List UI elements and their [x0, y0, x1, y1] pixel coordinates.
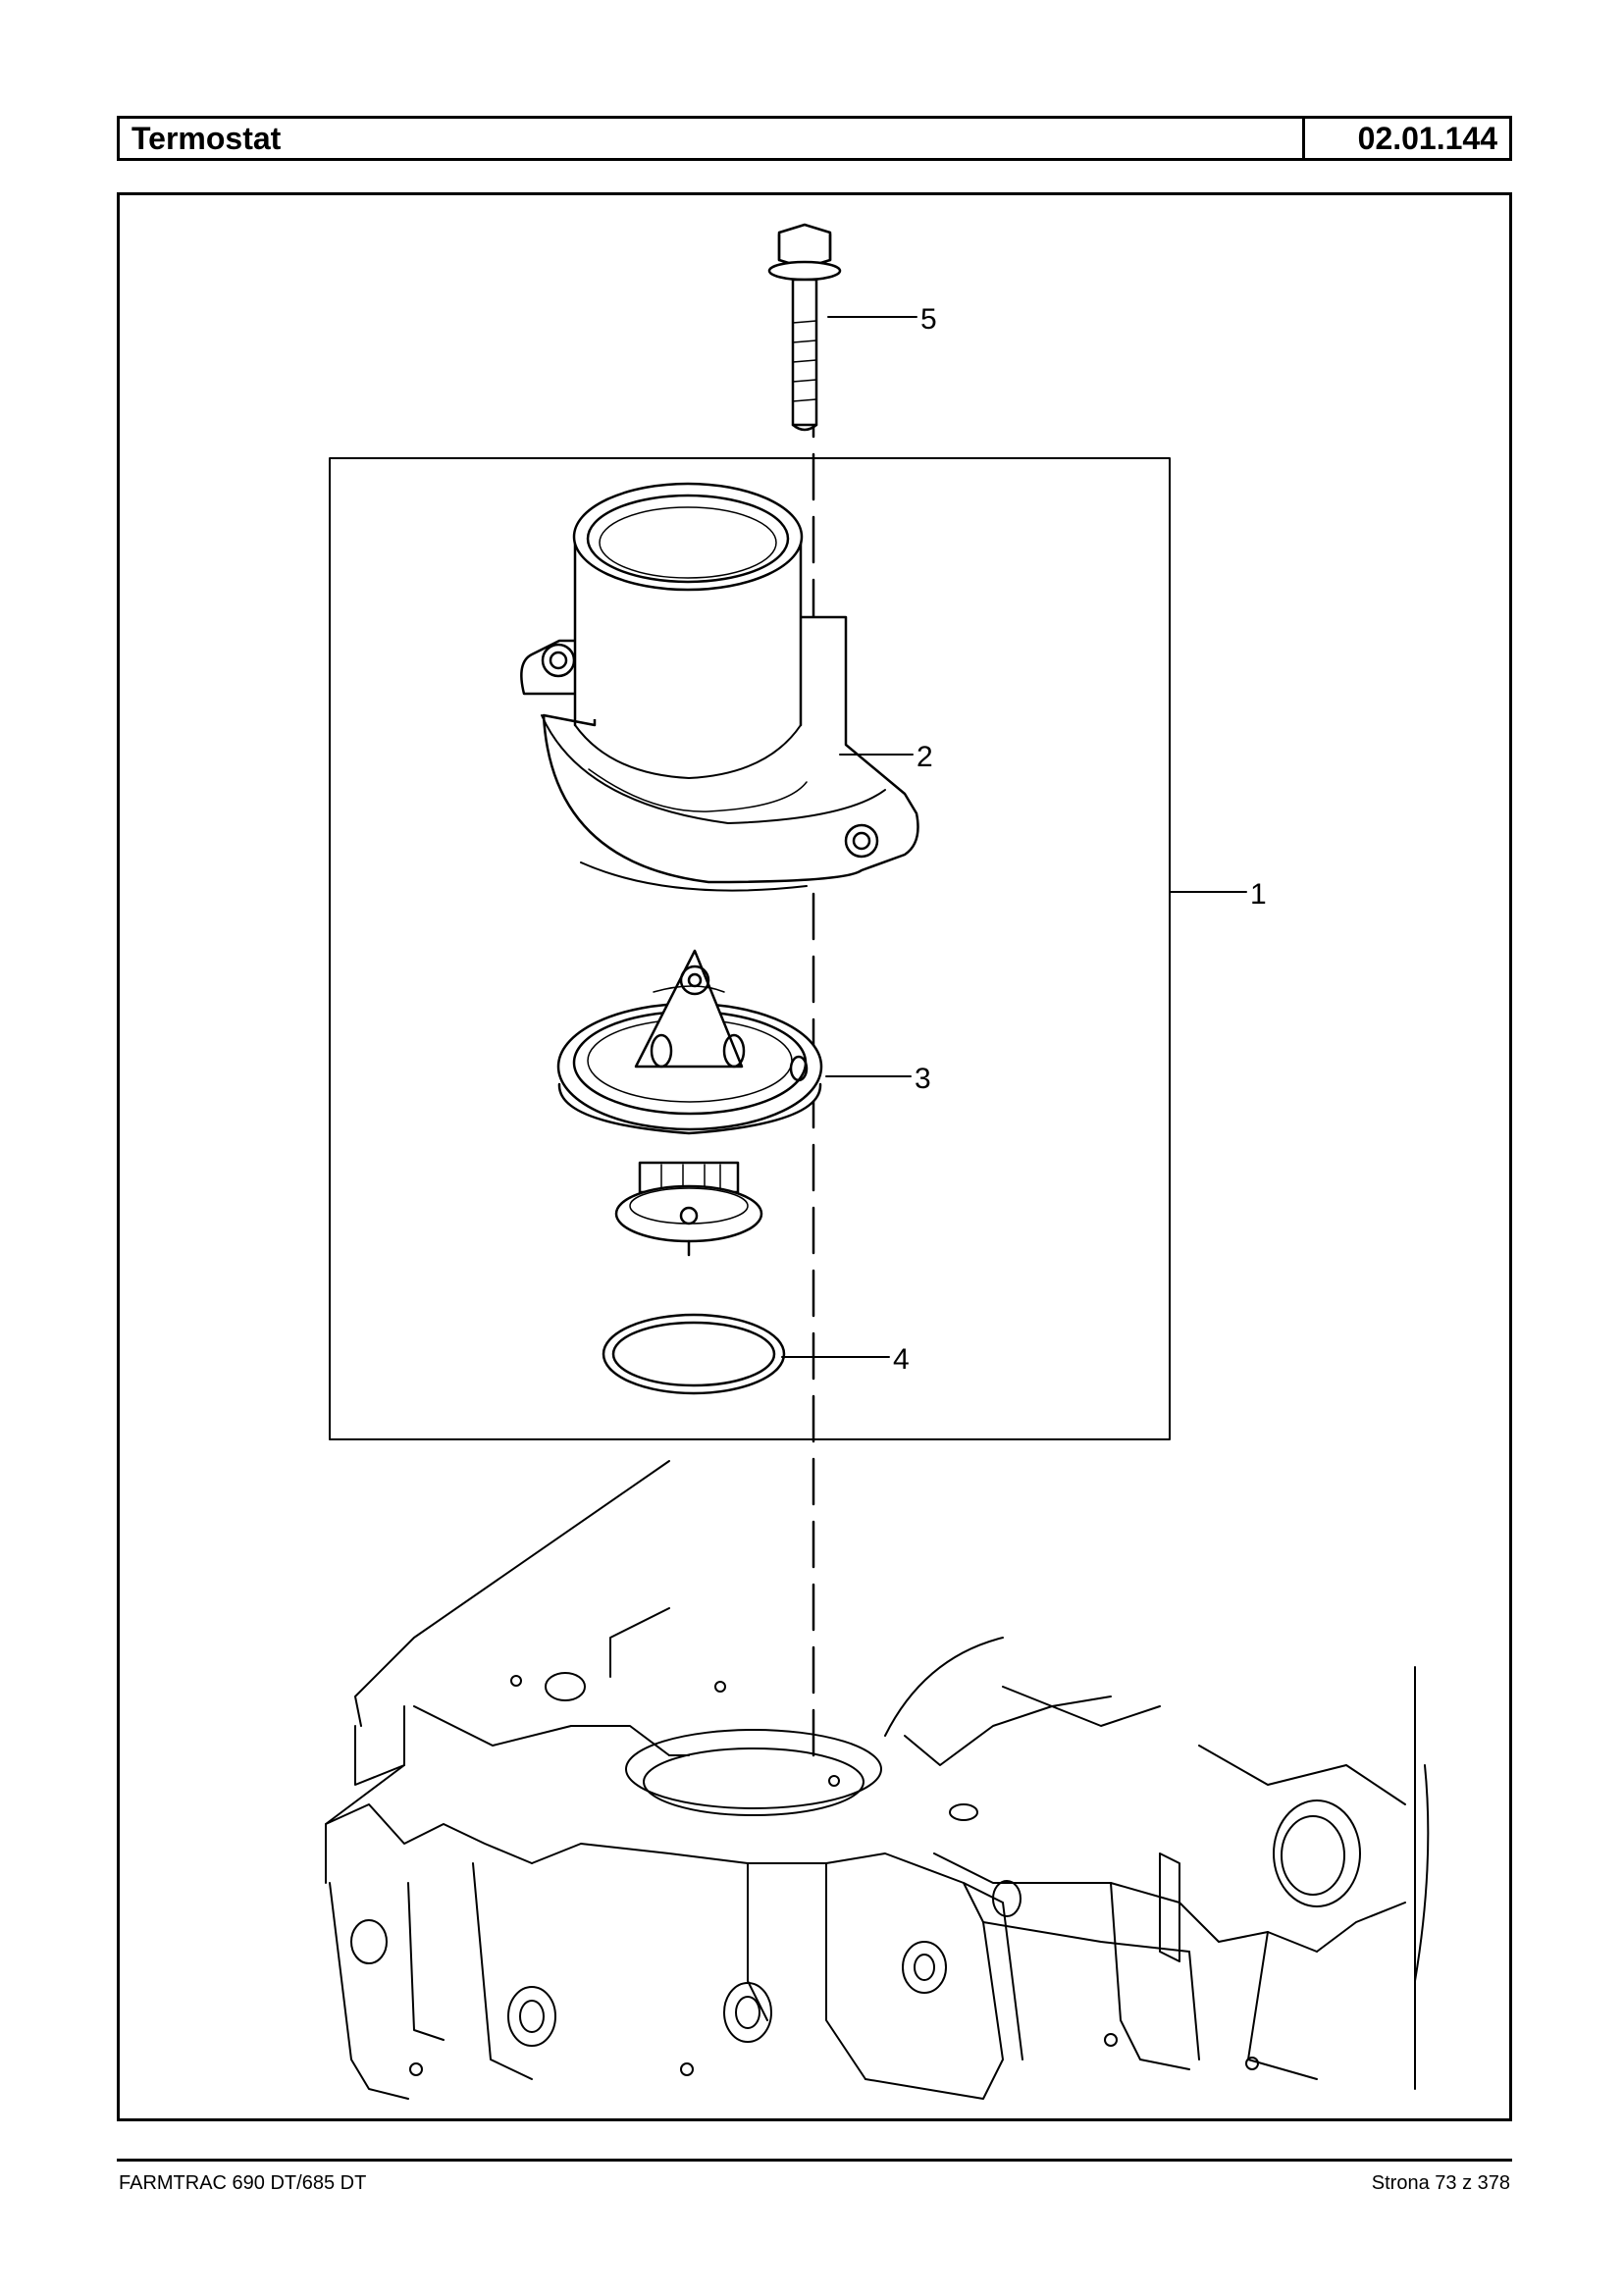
engine-block-part — [325, 1460, 1430, 2100]
callout-1: 1 — [1250, 878, 1267, 911]
footer-page-number: Strona 73 z 378 — [1371, 2172, 1510, 2194]
thermostat-part — [556, 949, 823, 1257]
callout-4: 4 — [893, 1343, 910, 1376]
page-header: Termostat 02.01.144 — [117, 116, 1512, 161]
kit-bracket — [329, 457, 1171, 1440]
thermostat-housing-part — [520, 482, 919, 892]
callout-5: 5 — [920, 303, 937, 336]
page-title: Termostat — [131, 120, 282, 156]
thermostat-drawing: 1 2 3 4 5 — [325, 223, 1430, 2100]
callout-2: 2 — [917, 741, 933, 773]
footer-rule — [117, 2159, 1512, 2162]
callout-3: 3 — [915, 1063, 931, 1095]
footer-model: FARMTRAC 690 DT/685 DT — [119, 2172, 367, 2194]
o-ring-part — [602, 1313, 786, 1395]
exploded-parts-diagram: 1 2 3 4 5 — [117, 192, 1512, 2121]
flange-bolt-part — [767, 223, 842, 432]
section-code: 02.01.144 — [1302, 119, 1509, 158]
